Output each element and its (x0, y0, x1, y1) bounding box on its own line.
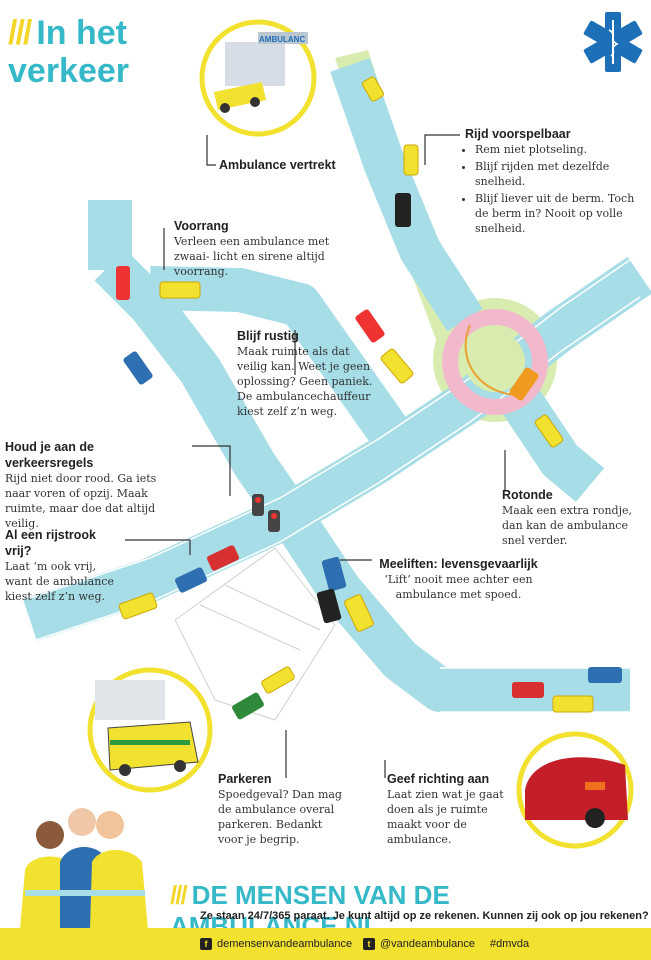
heading-rustig: Blijf rustig (237, 329, 299, 343)
footer-bar: f demensenvandeambulance t @vandeambulance… (0, 928, 651, 960)
text-regels: Rijd niet door rood. Ga iets naar voren … (5, 472, 157, 530)
heading-rotonde: Rotonde (502, 488, 553, 502)
heading-vertrekt: Ambulance vertrekt (219, 158, 336, 172)
twitter-link[interactable]: t @vandeambulance (363, 938, 475, 950)
section-rotonde: Rotonde Maak een extra rondje, dan kan d… (502, 487, 642, 548)
building-sign: AMBULANC (259, 35, 305, 44)
facebook-icon: f (200, 938, 212, 950)
section-parkeren: Parkeren Spoedgeval? Dan mag de ambulanc… (218, 771, 348, 847)
facebook-link[interactable]: f demensenvandeambulance (200, 938, 352, 950)
voorspelbaar-list: Rem niet plotseling. Blijf rijden met de… (465, 142, 651, 236)
brand-slashes: /// (170, 880, 188, 910)
twitter-icon: t (363, 938, 375, 950)
parking-lot (174, 547, 336, 721)
section-rijstrook: Al een rijstrook vrij? Laat ‘m ook vrij,… (5, 527, 125, 604)
text-meeliften: ‘Lift’ nooit mee achter een ambulance me… (384, 573, 533, 601)
heading-richting: Geef richting aan (387, 772, 490, 786)
traffic-light-icon (252, 494, 280, 532)
heading-parkeren: Parkeren (218, 772, 272, 786)
heading-voorrang: Voorrang (174, 219, 229, 233)
title-line1: In het (36, 14, 128, 52)
ambulances (118, 76, 594, 713)
text-voorrang: Verleen een ambulance met zwaai- licht e… (174, 235, 330, 278)
title-line2: verkeer (8, 52, 130, 90)
red-car-illustration (516, 731, 634, 849)
page-title: ///In het verkeer (8, 14, 129, 90)
text-rotonde: Maak een extra rondje, dan kan de ambula… (502, 504, 633, 547)
twitter-handle: @vandeambulance (380, 938, 475, 950)
voorspelbaar-item: Rem niet plotseling. (475, 142, 651, 157)
heading-meeliften: Meeliften: levensgevaarlijk (379, 557, 538, 571)
text-richting: Laat zien wat je gaat doen als je ruimte… (387, 788, 504, 846)
text-rustig: Maak ruimte als dat veilig kan. Weet je … (237, 345, 373, 418)
paramedics-illustration (20, 808, 148, 930)
roundabout (442, 309, 548, 415)
text-rijstrook: Laat ‘m ook vrij, want de ambulance kies… (5, 560, 114, 603)
ambulance-departing-illustration: AMBULANC (199, 19, 317, 137)
heading-regels: Houd je aan de verkeersregels (5, 440, 94, 470)
heading-voorspelbaar: Rijd voorspelbaar (465, 127, 571, 141)
section-voorrang: Voorrang Verleen een ambulance met zwaai… (174, 218, 364, 279)
star-of-life-icon (583, 12, 643, 72)
facebook-handle: demensenvandeambulance (217, 938, 353, 950)
section-meeliften: Meeliften: levensgevaarlijk ‘Lift’ nooit… (376, 556, 541, 602)
section-richting: Geef richting aan Laat zien wat je gaat … (387, 771, 512, 847)
hashtag: #dmvda (490, 938, 530, 950)
cars (116, 193, 622, 720)
leader-lines (125, 134, 506, 778)
section-voorspelbaar: Rijd voorspelbaar Rem niet plotseling. B… (465, 126, 651, 238)
section-rustig: Blijf rustig Maak ruimte als dat veilig … (237, 328, 373, 419)
section-regels: Houd je aan de verkeersregels Rijd niet … (5, 439, 185, 531)
title-slashes: /// (8, 14, 32, 52)
text-parkeren: Spoedgeval? Dan mag de ambulance overal … (218, 788, 342, 846)
parked-ambulance-illustration (87, 667, 213, 793)
brand-tagline: Ze staan 24/7/365 paraat. Je kunt altijd… (200, 910, 649, 922)
voorspelbaar-item: Blijf liever uit de berm. Toch de berm i… (475, 191, 651, 236)
voorspelbaar-item: Blijf rijden met dezelfde snelheid. (475, 159, 651, 189)
heading-rijstrook: Al een rijstrook vrij? (5, 528, 96, 558)
